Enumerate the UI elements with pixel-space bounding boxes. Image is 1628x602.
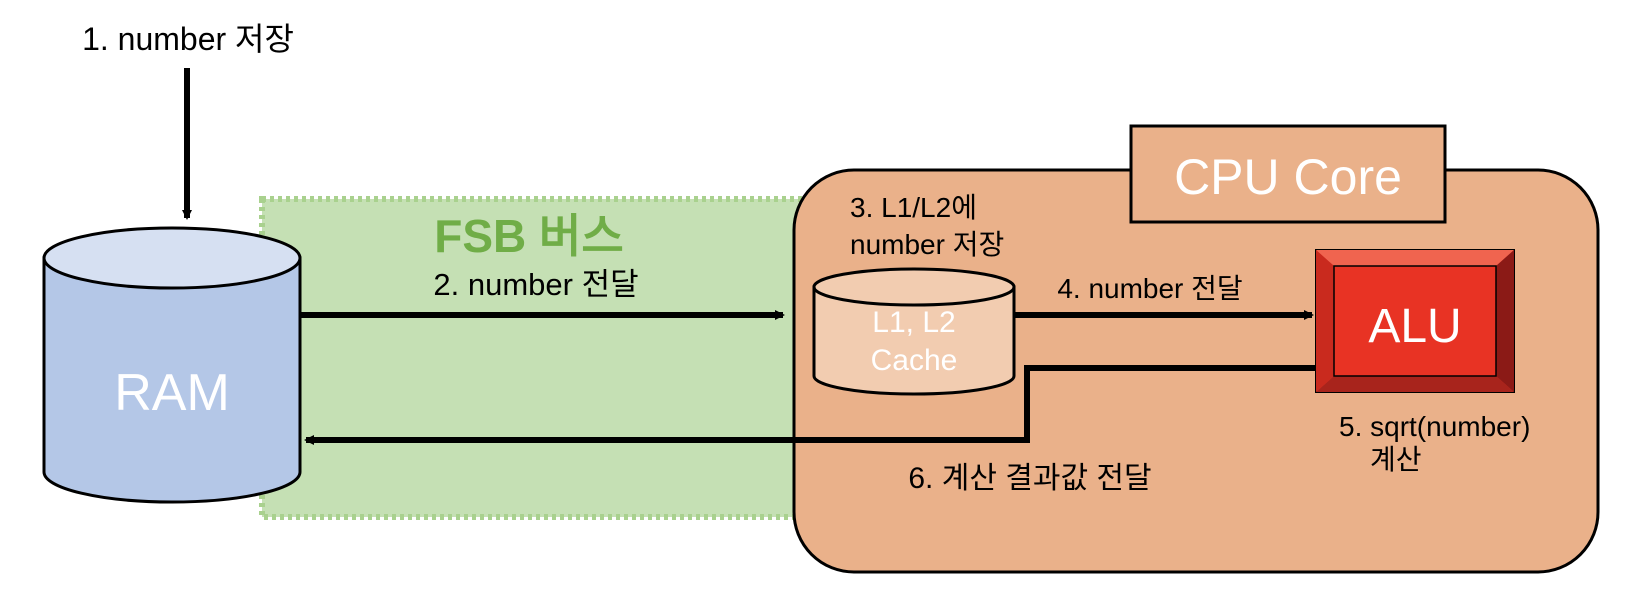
alu-label: ALU <box>1368 300 1461 353</box>
step6-arrow <box>304 365 1316 445</box>
step4-label: 4. number 전달 <box>1057 273 1242 304</box>
fsb-title: FSB 버스 <box>434 210 623 262</box>
cache-label-line2: Cache <box>871 344 958 377</box>
cache-cylinder <box>812 267 1016 396</box>
step2-label: 2. number 전달 <box>433 267 638 302</box>
step5-label-line1: 5. sqrt(number) <box>1339 411 1530 442</box>
cpu-core-title-box <box>1129 124 1447 224</box>
cpu-core-title: CPU Core <box>1174 149 1402 205</box>
ram-cylinder <box>42 226 302 504</box>
ram-label: RAM <box>114 364 230 422</box>
step3-label-line1: 3. L1/L2에 <box>850 192 977 223</box>
step6-label: 6. 계산 결과값 전달 <box>908 462 1151 495</box>
cache-label-line1: L1, L2 <box>872 306 955 339</box>
step3-label-line2: number 저장 <box>850 229 1004 260</box>
alu-box <box>1315 249 1515 393</box>
fsb-bus-region <box>259 196 817 520</box>
step1-label: 1. number 저장 <box>82 21 294 57</box>
step5-label-line2: 계산 <box>1370 444 1422 475</box>
